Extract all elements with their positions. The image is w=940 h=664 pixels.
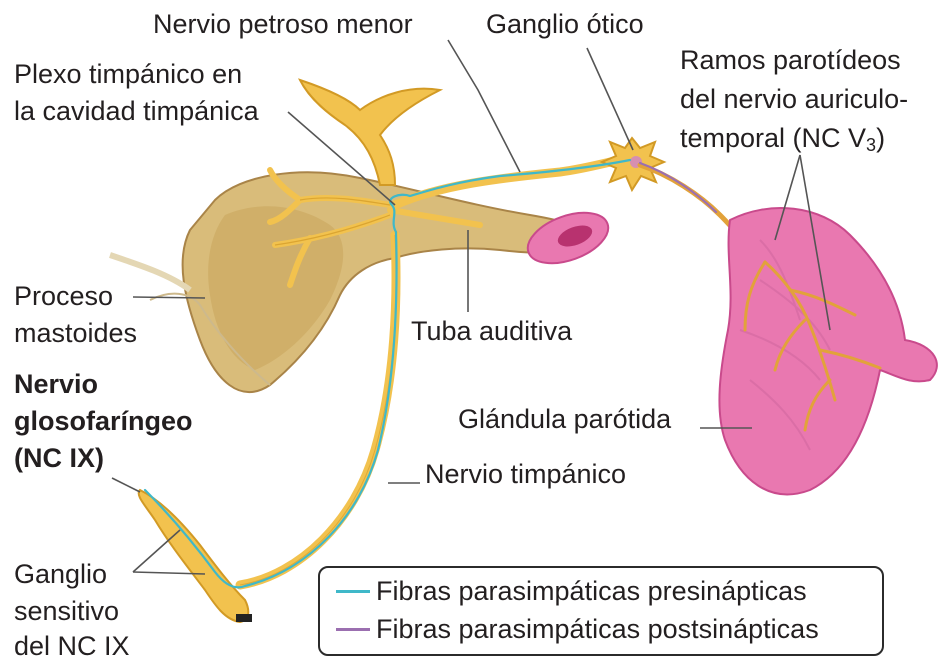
label-nervio-petroso-menor: Nervio petroso menor: [153, 8, 413, 41]
label-nervio-glosofaringeo-line2: glosofaríngeo: [14, 405, 193, 438]
label-plexo-timpanico-line1: Plexo timpánico en: [14, 58, 242, 91]
label-plexo-timpanico-line2: la cavidad timpánica: [14, 95, 259, 128]
label-ganglio-sensitivo-line3: del NC IX: [14, 630, 130, 663]
label-glandula-parotida: Glándula parótida: [458, 403, 671, 436]
label-nervio-glosofaringeo-line1: Nervio: [14, 368, 98, 401]
label-ramos-line1: Ramos parotídeos: [680, 44, 901, 77]
label-ganglio-otico: Ganglio ótico: [486, 8, 644, 41]
label-ramos-line3-main: temporal (NC V: [680, 123, 866, 153]
label-tuba-auditiva: Tuba auditiva: [411, 315, 572, 348]
label-proceso-line2: mastoides: [14, 317, 137, 350]
label-ramos-line3-close: ): [876, 123, 885, 153]
mastoid-process-shape: [110, 172, 600, 392]
legend-presynaptic-label: Fibras parasimpáticas presinápticas: [376, 576, 807, 607]
legend-row-postsynaptic: Fibras parasimpáticas postsinápticas: [336, 614, 819, 645]
postsynaptic-swatch: [336, 628, 370, 631]
legend: Fibras parasimpáticas presinápticas Fibr…: [318, 566, 884, 656]
label-proceso-line1: Proceso: [14, 280, 113, 313]
presynaptic-swatch: [336, 590, 370, 593]
upper-nerve-branch: [300, 80, 440, 185]
auditory-tube-opening: [521, 203, 615, 273]
legend-postsynaptic-label: Fibras parasimpáticas postsinápticas: [376, 614, 819, 645]
label-ramos-line3: temporal (NC V3): [680, 122, 885, 155]
label-nervio-glosofaringeo-line3: (NC IX): [14, 442, 104, 475]
legend-row-presynaptic: Fibras parasimpáticas presinápticas: [336, 576, 807, 607]
label-ganglio-sensitivo-line2: sensitivo: [14, 595, 119, 628]
label-ganglio-sensitivo-line1: Ganglio: [14, 558, 107, 591]
label-nervio-timpanico: Nervio timpánico: [425, 458, 626, 491]
label-ramos-line3-sub: 3: [866, 135, 876, 155]
label-ramos-line2: del nervio auriculo-: [680, 83, 908, 116]
glossopharyngeal-ganglion-shape: [139, 490, 252, 622]
